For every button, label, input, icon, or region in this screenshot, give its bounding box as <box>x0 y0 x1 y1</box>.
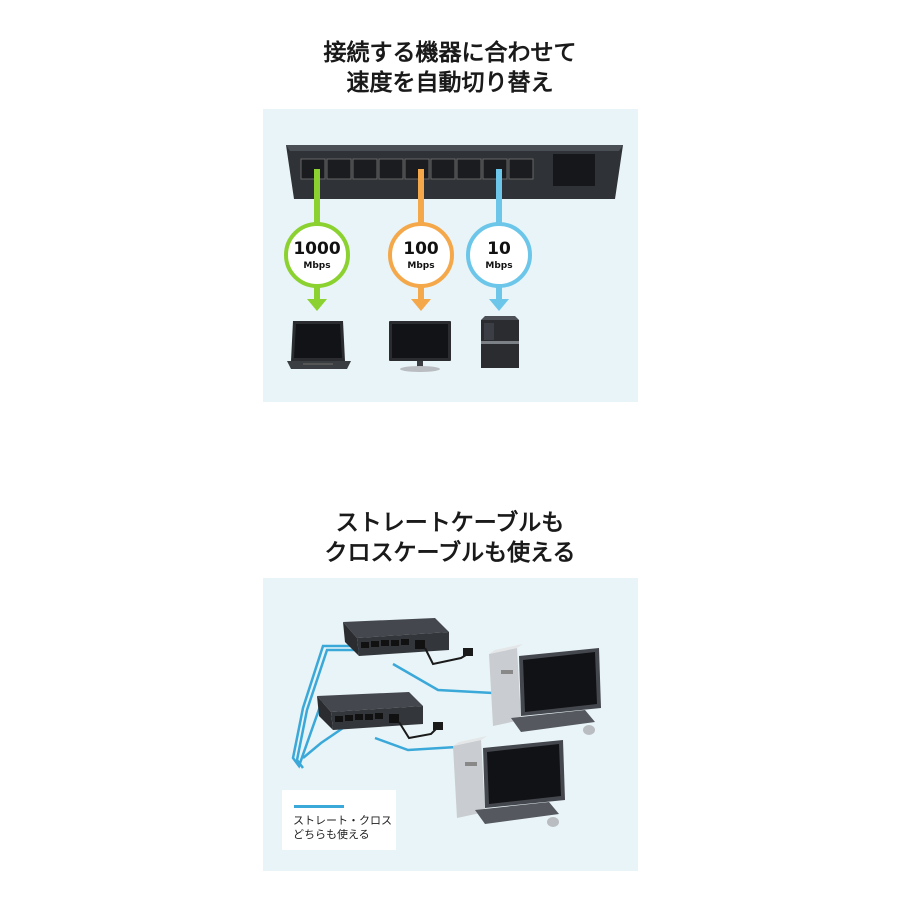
speed-arrow-100: 100 Mbps <box>388 169 454 311</box>
monitor-icon <box>389 321 451 372</box>
power-plug-2 <box>433 722 443 730</box>
speed-unit-10: Mbps <box>485 261 512 271</box>
legend-text: ストレート・クロス どちらも使える <box>293 814 392 842</box>
console-icon <box>481 316 519 368</box>
speed-arrow-10: 10 Mbps <box>466 169 532 311</box>
auto-speed-diagram-panel: 1000 Mbps 100 Mbps 10 Mbps <box>263 109 638 402</box>
desktop-pc-2 <box>453 736 565 827</box>
power-plug-1 <box>463 648 473 656</box>
speed-unit-100: Mbps <box>407 261 434 271</box>
cable-compat-diagram <box>291 618 601 827</box>
section1-title-line2: 速度を自動切り替え <box>346 70 554 96</box>
section2-title-line1: ストレートケーブルも <box>335 510 565 536</box>
laptop-icon <box>287 321 351 369</box>
legend-line1: ストレート・クロス <box>293 814 392 827</box>
lan-cables <box>291 644 494 769</box>
switch-hub-2 <box>317 692 423 730</box>
section1-title: 接続する機器に合わせて 速度を自動切り替え <box>0 38 900 98</box>
section2-title-line2: クロスケーブルも使える <box>324 540 576 566</box>
power-port <box>553 154 595 186</box>
legend-cable-swatch <box>294 805 344 808</box>
section2-title: ストレートケーブルも クロスケーブルも使える <box>0 508 900 568</box>
speed-badge-10 <box>466 222 532 288</box>
switch-hub-front <box>286 145 623 199</box>
cable-legend: ストレート・クロス どちらも使える <box>282 790 396 850</box>
cable-compat-diagram-panel <box>263 578 638 871</box>
speed-badge-100 <box>388 222 454 288</box>
speed-value-1000: 1000 <box>293 239 340 259</box>
lan-ports <box>300 158 534 180</box>
desktop-pc-1 <box>489 644 601 735</box>
speed-value-10: 10 <box>487 239 511 259</box>
switch-hub-1 <box>343 618 449 656</box>
auto-speed-diagram: 1000 Mbps 100 Mbps 10 Mbps <box>284 145 623 372</box>
legend-line2: どちらも使える <box>293 828 370 841</box>
section1-title-line1: 接続する機器に合わせて <box>323 40 577 66</box>
speed-unit-1000: Mbps <box>303 261 330 271</box>
speed-arrow-1000: 1000 Mbps <box>284 169 350 311</box>
speed-badge-1000 <box>284 222 350 288</box>
speed-value-100: 100 <box>403 239 439 259</box>
